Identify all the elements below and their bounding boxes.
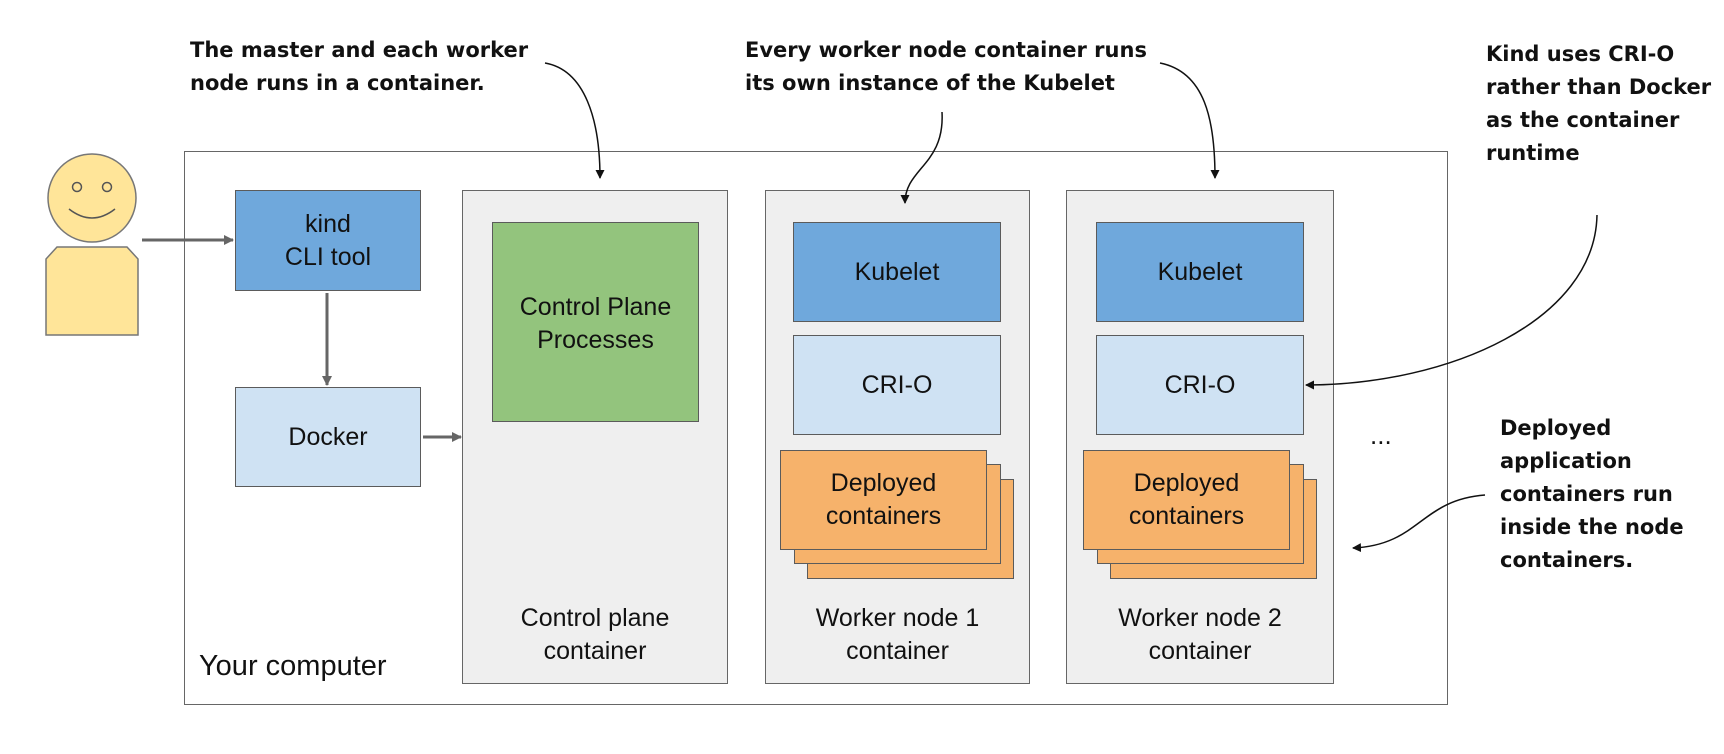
kind-cli-tool-box: kind CLI tool [235,190,421,291]
kubelet-note-pointer-1 [900,111,943,204]
master-note-pointer [544,62,605,179]
worker-2-crio-box: CRI-O [1096,335,1304,435]
deployed-containers-note: Deployed application containers run insi… [1500,416,1684,572]
control-plane-processes-box: Control Plane Processes [492,222,699,422]
worker-1-deployed-containers-box: Deployed containers [780,450,987,550]
control-plane-caption: Control plane container [520,604,670,665]
deployed-note-pointer [1352,494,1486,553]
worker-2-kubelet-box: Kubelet [1096,222,1304,322]
worker-1-kubelet-box: Kubelet [793,222,1001,322]
worker-2-caption: Worker node 2 container [1118,604,1282,665]
kubelet-note: Every worker node container runs its own… [745,38,1147,95]
worker-1-caption: Worker node 1 container [815,604,980,665]
docker-box: Docker [235,387,421,487]
worker-1-crio-box: CRI-O [793,335,1001,435]
crio-note: Kind uses CRI-O rather than Docker as th… [1486,42,1712,165]
kubelet-note-pointer-2 [1159,62,1220,179]
crio-note-pointer [1305,214,1598,390]
master-container-note: The master and each worker node runs in … [190,38,529,95]
user-icon [45,153,140,336]
your-computer-label: Your computer [199,650,387,682]
more-nodes-ellipsis: ... [1370,420,1392,450]
worker-2-deployed-containers-box: Deployed containers [1083,450,1290,550]
